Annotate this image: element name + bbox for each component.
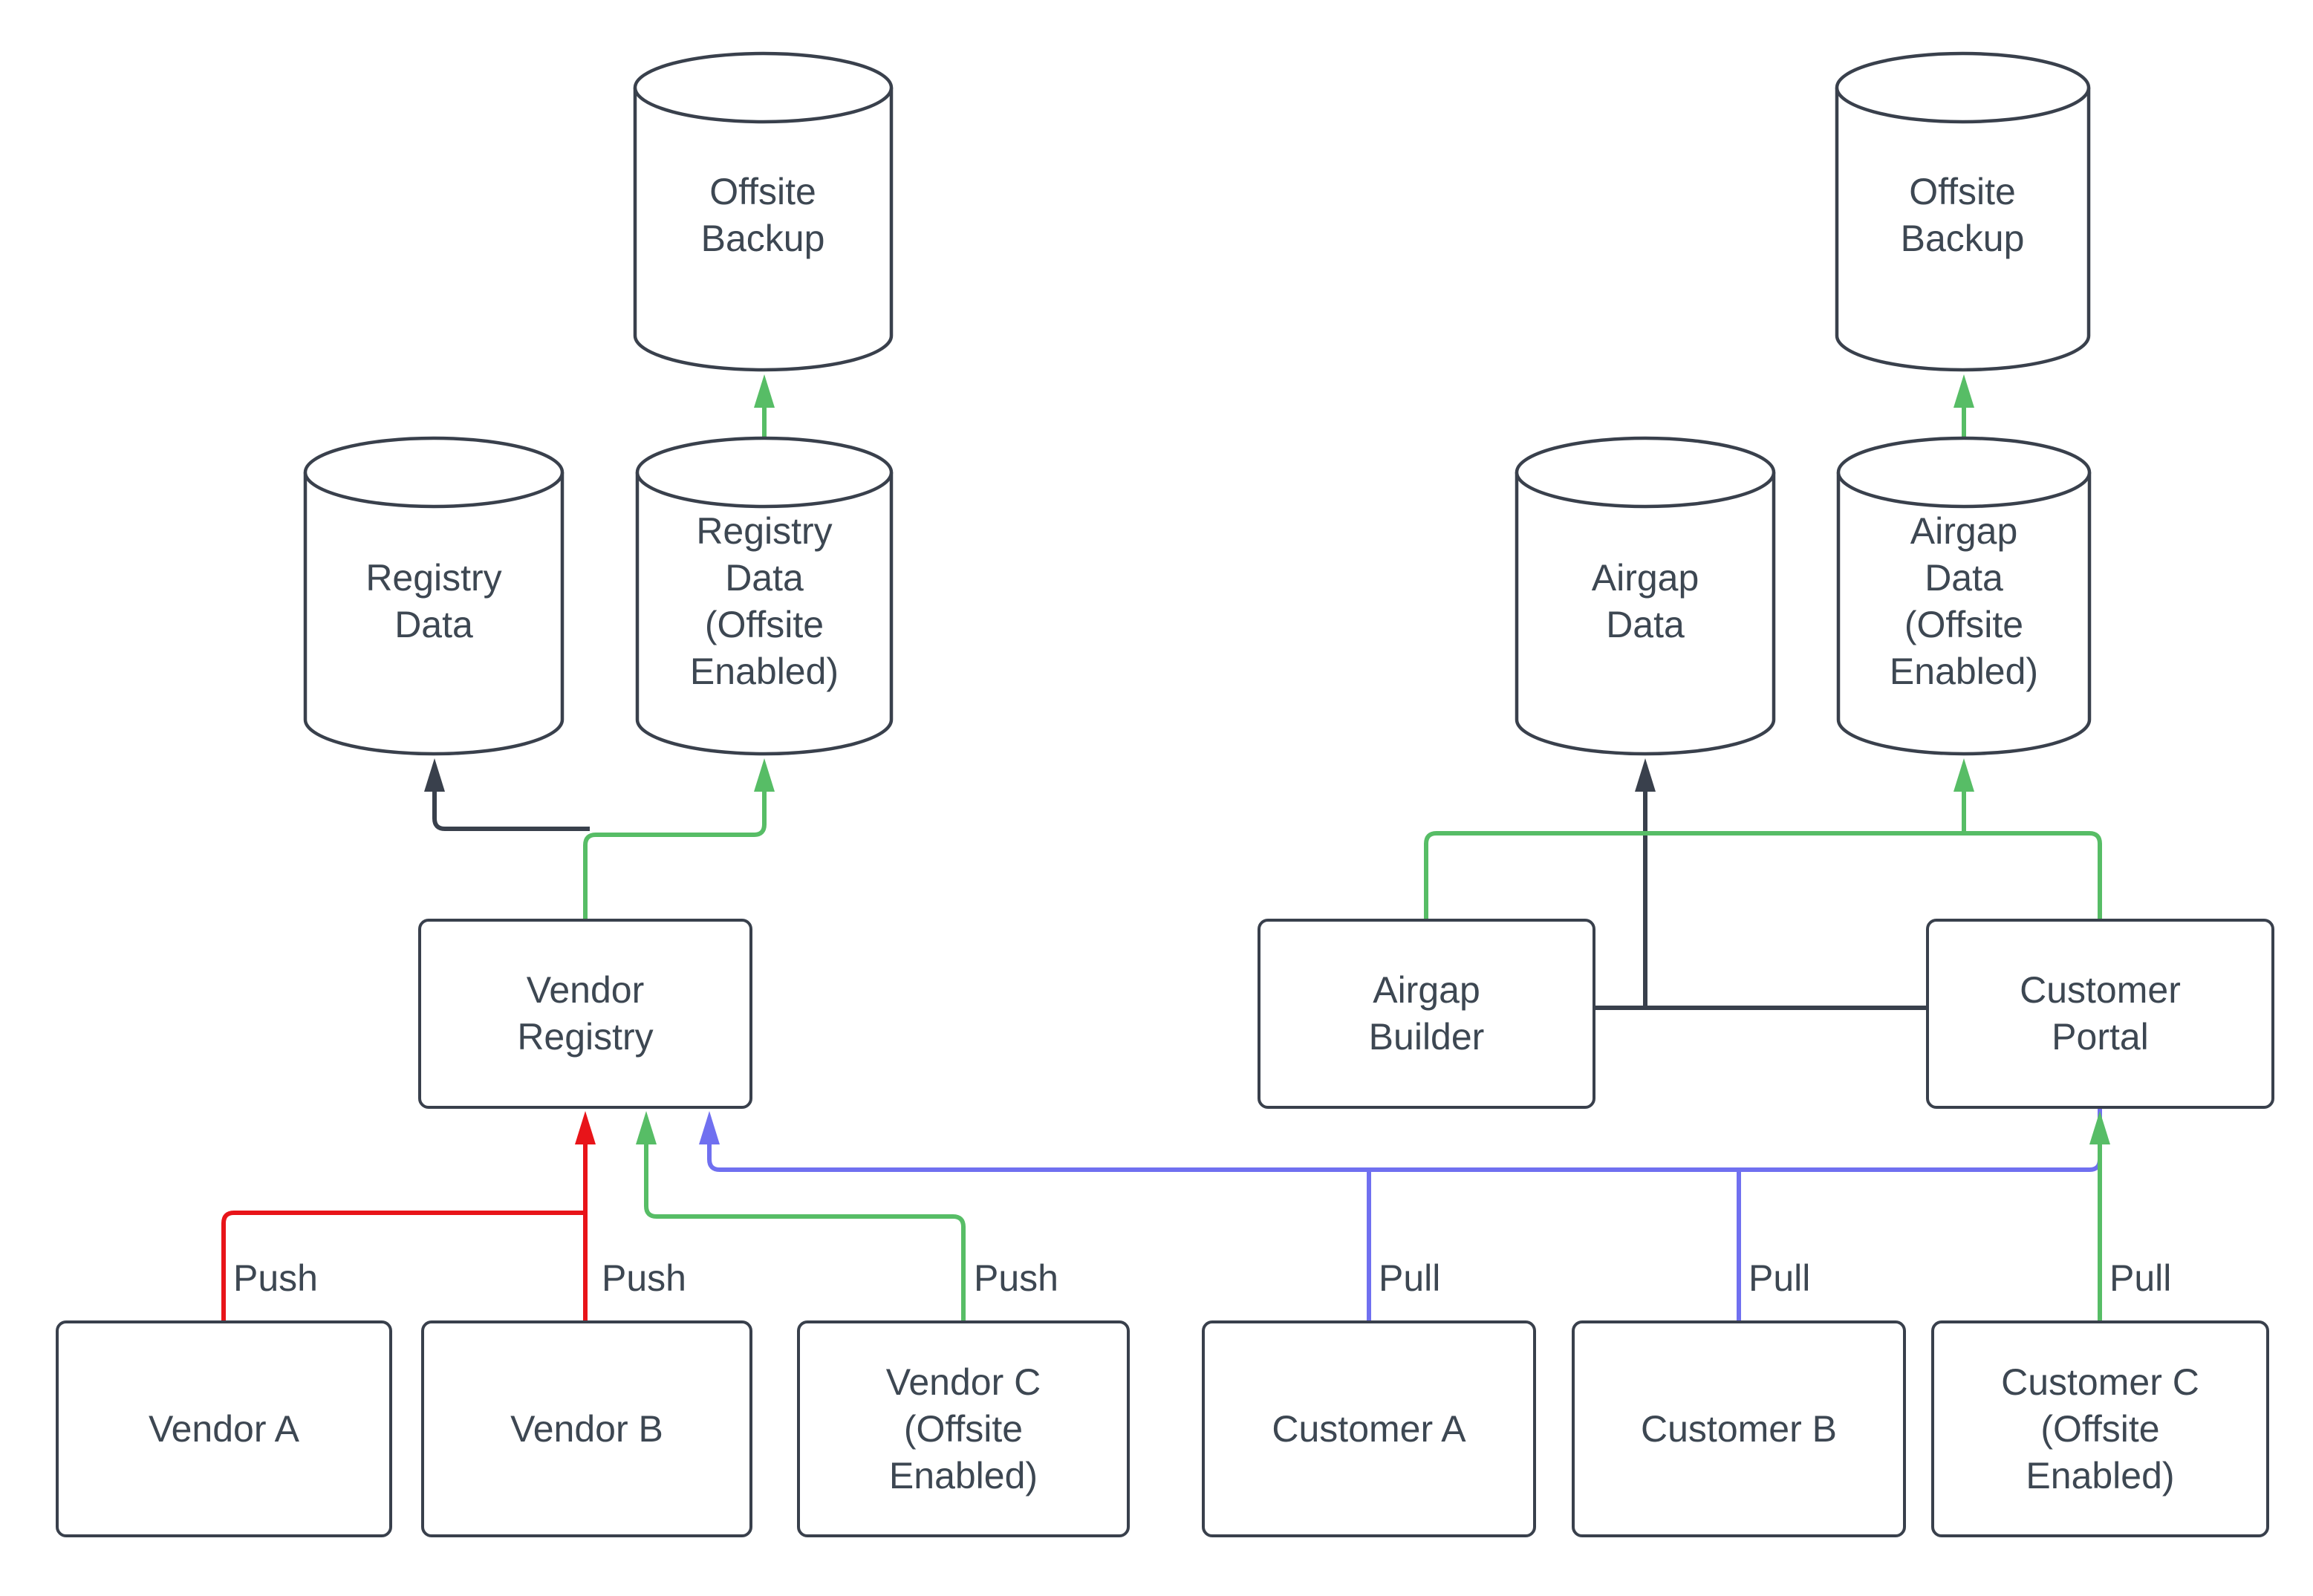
- label-line: Vendor B: [510, 1407, 663, 1450]
- arrowhead-green-into-offsite-backup-right: [1953, 374, 1974, 408]
- edge-label-pull-customer-c: Pull: [2109, 1257, 2172, 1299]
- label-airgap-data: Airgap Data: [1526, 475, 1764, 728]
- label-line: Customer B: [1641, 1407, 1837, 1450]
- label-line: Airgap: [1591, 557, 1699, 599]
- label-line: Airgap: [1910, 510, 2018, 552]
- label-line: Enabled): [689, 651, 839, 692]
- arrowhead-dark-into-airgap-data: [1635, 758, 1656, 792]
- edge-label-push-vendor-b: Push: [602, 1257, 686, 1299]
- label-line: Registry: [517, 1016, 654, 1058]
- label-offsite-backup-left: Offsite Backup: [644, 89, 882, 342]
- label-line: (Offsite: [2040, 1407, 2160, 1450]
- label-line: Data: [725, 557, 804, 599]
- label-line: Vendor A: [149, 1407, 299, 1450]
- arrowhead-dark-into-registry-data: [424, 758, 445, 792]
- edge-label-pull-customer-b: Pull: [1748, 1257, 1811, 1299]
- cylinder-offsite-backup-left: [633, 51, 894, 372]
- label-line: Enabled): [1889, 651, 2039, 692]
- edge-label-push-vendor-a: Push: [233, 1257, 318, 1299]
- arrowhead-green-into-vendor-registry: [636, 1111, 657, 1144]
- arrowhead-green-into-customer-portal: [2089, 1111, 2110, 1144]
- node-airgap-builder: Airgap Builder: [1258, 919, 1595, 1109]
- label-line: Registry: [696, 510, 833, 552]
- node-customer-c: Customer C (Offsite Enabled): [1931, 1320, 2269, 1537]
- node-vendor-b: Vendor B: [421, 1320, 752, 1537]
- label-line: Customer C: [2001, 1361, 2199, 1403]
- cylinder-offsite-backup-right: [1835, 51, 2091, 372]
- label-line: Customer A: [1272, 1407, 1466, 1450]
- edge-label-pull-customer-a: Pull: [1379, 1257, 1441, 1299]
- node-vendor-c: Vendor C (Offsite Enabled): [797, 1320, 1130, 1537]
- node-customer-b: Customer B: [1572, 1320, 1906, 1537]
- label-line: Airgap: [1373, 969, 1480, 1011]
- label-line: Backup: [700, 218, 825, 259]
- label-line: Enabled): [2026, 1454, 2175, 1496]
- label-line: (Offsite: [903, 1407, 1024, 1450]
- label-line: (Offsite: [1904, 604, 2024, 645]
- node-vendor-registry: Vendor Registry: [418, 919, 752, 1109]
- label-line: Vendor: [526, 969, 645, 1011]
- label-line: Offsite: [709, 171, 816, 212]
- label-offsite-backup-right: Offsite Backup: [1844, 89, 2081, 342]
- label-line: Backup: [1900, 218, 2025, 259]
- arrowhead-green-into-offsite-backup-left: [754, 374, 775, 408]
- label-line: Data: [394, 604, 473, 645]
- edge-vendor-registry-to-registry-data: [432, 792, 590, 831]
- edge-vendor-c-push-to-vendor-registry: [644, 1144, 966, 1320]
- label-line: Builder: [1368, 1016, 1485, 1058]
- label-line: (Offsite: [704, 604, 824, 645]
- edge-vendor-registry-to-registry-data-offsite: [583, 792, 767, 919]
- label-line: Enabled): [888, 1454, 1038, 1496]
- arrowhead-red-into-vendor-registry: [575, 1111, 596, 1144]
- cylinder-airgap-data: [1515, 436, 1776, 756]
- edge-vendor-a-b-push-to-vendor-registry: [221, 1144, 588, 1320]
- node-vendor-a: Vendor A: [56, 1320, 392, 1537]
- label-line: Data: [1925, 557, 2003, 599]
- label-line: Vendor C: [885, 1361, 1041, 1403]
- node-customer-portal: Customer Portal: [1926, 919, 2274, 1109]
- edge-customer-portal-airgap-builder-to-airgap-data-offsite: [1424, 792, 2102, 919]
- label-line: Data: [1606, 604, 1685, 645]
- edge-airgap-builder-customer-portal-to-airgap-data: [1595, 792, 1926, 1010]
- cylinder-registry-data: [303, 436, 565, 756]
- edge-label-push-vendor-c: Push: [974, 1257, 1058, 1299]
- label-line: Registry: [365, 557, 502, 599]
- label-line: Portal: [2052, 1016, 2149, 1058]
- label-registry-data: Registry Data: [315, 475, 553, 728]
- label-line: Offsite: [1909, 171, 2016, 212]
- node-customer-a: Customer A: [1202, 1320, 1536, 1537]
- arrowhead-green-into-registry-data-offsite: [754, 758, 775, 792]
- arrowhead-green-into-airgap-data-offsite: [1953, 758, 1974, 792]
- cylinder-registry-data-offsite: [635, 436, 894, 756]
- label-airgap-data-offsite: Airgap Data (Offsite Enabled): [1845, 475, 2083, 728]
- label-line: Customer: [2020, 969, 2181, 1011]
- label-registry-data-offsite: Registry Data (Offsite Enabled): [645, 475, 883, 728]
- arrowhead-blue-into-vendor-registry: [699, 1111, 720, 1144]
- cylinder-airgap-data-offsite: [1836, 436, 2092, 756]
